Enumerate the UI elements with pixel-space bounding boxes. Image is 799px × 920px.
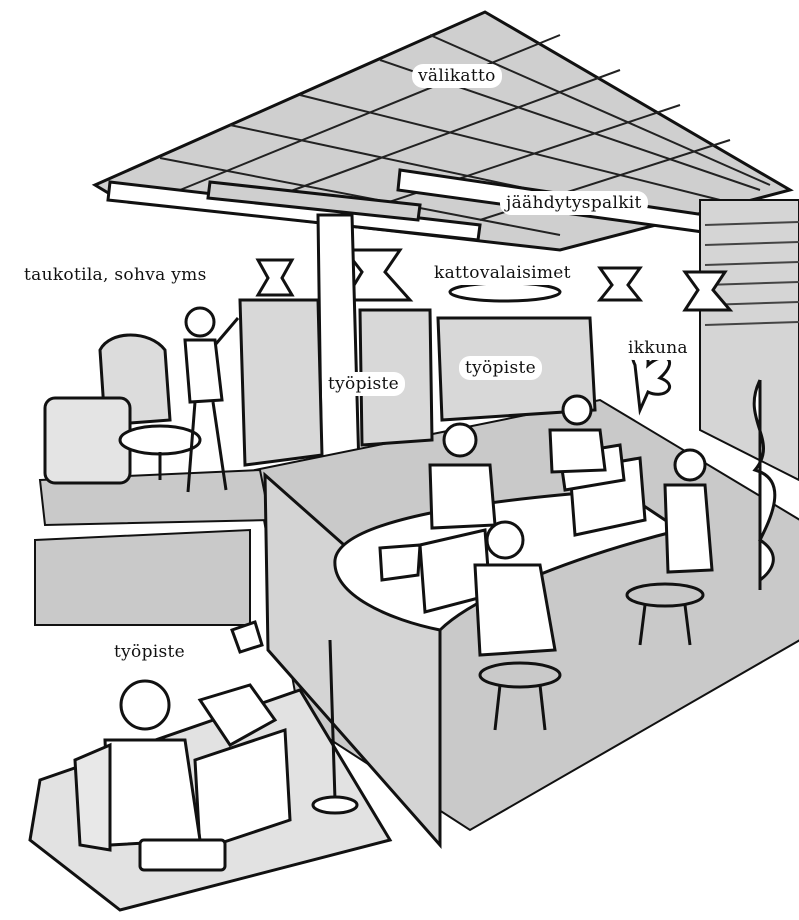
plants xyxy=(631,348,777,590)
label-workstation-front: työpiste xyxy=(108,640,192,664)
label-break-room: taukotila, sohva yms xyxy=(22,263,213,287)
label-window: ikkuna xyxy=(622,336,694,360)
window-wall xyxy=(699,199,799,482)
front-workstation xyxy=(28,620,393,912)
label-ceiling-lights: kattovalaisimet xyxy=(428,261,577,285)
label-workstation-center: työpiste xyxy=(322,372,406,396)
window-blinds xyxy=(704,221,799,326)
desk-people xyxy=(428,394,714,657)
monitors xyxy=(378,443,647,614)
break-room-furniture xyxy=(43,333,202,485)
label-workstation-right: työpiste xyxy=(459,356,543,380)
label-suspended-ceiling: välikatto xyxy=(412,64,502,88)
person-seated-front xyxy=(73,679,227,872)
chairs xyxy=(478,582,705,731)
label-cooling-beams: jäähdytyspalkit xyxy=(500,191,648,215)
person-standing xyxy=(183,306,240,493)
